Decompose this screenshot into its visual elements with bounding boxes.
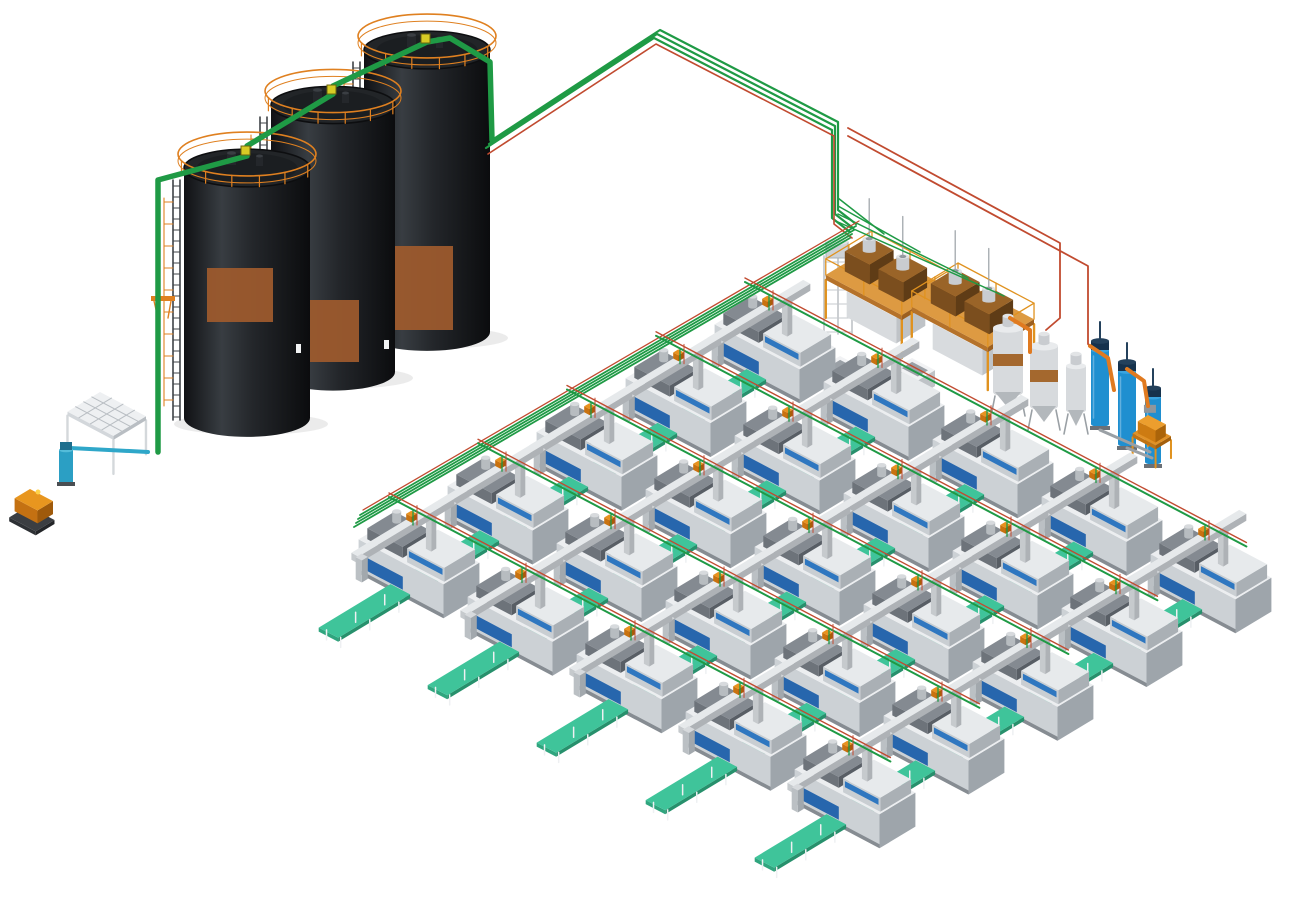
- injection-molding-machine-r5-c5: [754, 724, 916, 879]
- drying-hopper: [1063, 351, 1089, 435]
- injection-molding-machine-r5-c3: [536, 609, 698, 764]
- bag-dump-station: [9, 392, 150, 536]
- output-conveyor: [645, 756, 738, 821]
- unloading-pump: [57, 442, 75, 486]
- mixing-tank: [1027, 331, 1061, 431]
- pipe-valve: [240, 145, 251, 156]
- injection-molding-machine-r5-c1: [318, 494, 480, 649]
- silo-railing: [357, 13, 497, 70]
- storage-silos: [151, 13, 508, 437]
- central-dosing-station: [822, 127, 1172, 469]
- output-conveyor: [427, 641, 520, 706]
- trunk-pipe-bundle: [484, 28, 858, 239]
- silo-railing: [264, 68, 402, 124]
- dosing-hopper: [878, 215, 928, 303]
- pipe-valve: [326, 84, 337, 95]
- silo-level-patch: [207, 268, 273, 322]
- storage-silo: [151, 131, 328, 437]
- output-conveyor: [754, 814, 847, 879]
- feed-unit: [9, 489, 55, 536]
- central-blower: [1131, 404, 1172, 469]
- output-conveyor: [536, 699, 629, 764]
- silo-railing: [177, 131, 317, 188]
- silo-level-patch: [387, 246, 453, 330]
- injection-molding-machine-r4-c4: [734, 613, 896, 767]
- overhead-distribution-pipes: [353, 220, 1248, 763]
- pipe-valve: [420, 33, 431, 44]
- dust-collector: [1090, 321, 1110, 430]
- output-conveyor: [318, 584, 411, 649]
- mixing-tank: [990, 313, 1026, 417]
- silo-service-platform: [151, 296, 175, 301]
- silo-feed-pipe: [155, 33, 495, 455]
- dosing-hopper: [844, 198, 894, 285]
- molding-machine-grid: [318, 279, 1272, 879]
- injection-molding-machine-r5-c4: [645, 667, 807, 821]
- dosing-hopper: [930, 230, 980, 317]
